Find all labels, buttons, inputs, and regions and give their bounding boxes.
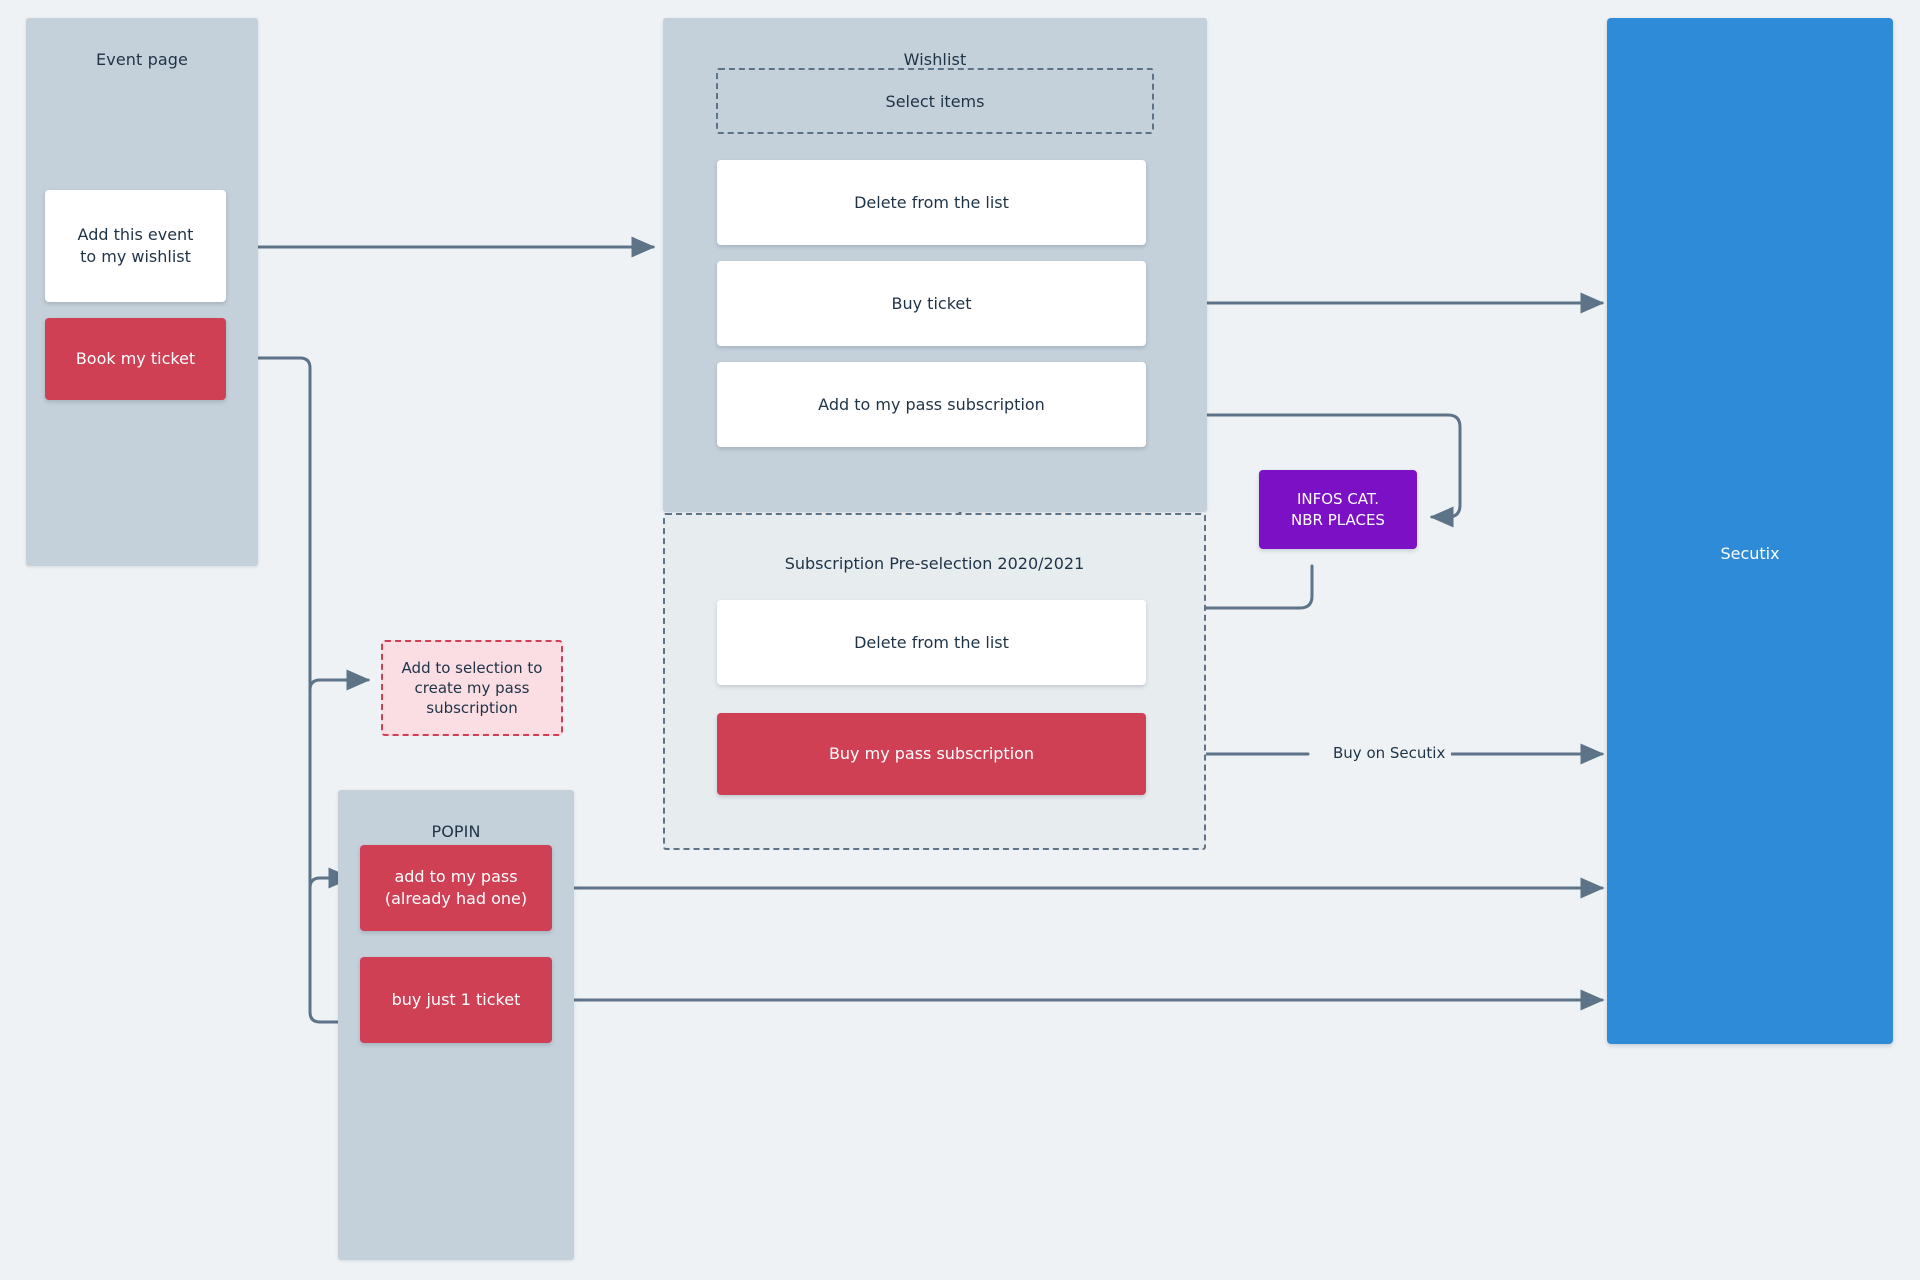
add-event-line2: to my wishlist bbox=[80, 247, 191, 266]
wire-book-to-pass-selection bbox=[308, 669, 371, 692]
wishlist-add-pass-subscription-button[interactable]: Add to my pass subscription bbox=[717, 362, 1146, 447]
buy-my-pass-subscription-button[interactable]: Buy my pass subscription bbox=[717, 713, 1146, 795]
infos-line1: INFOS CAT. bbox=[1296, 490, 1380, 509]
infos-cat-nbr-places-box[interactable]: INFOS CAT. NBR PLACES bbox=[1259, 470, 1417, 549]
buy-on-secutix-label: Buy on Secutix bbox=[1327, 744, 1452, 762]
popin-add-to-my-pass-button[interactable]: add to my pass (already had one) bbox=[360, 845, 552, 931]
wishlist-add-pass-label: Add to my pass subscription bbox=[818, 394, 1045, 414]
popin-buy-one-label: buy just 1 ticket bbox=[391, 990, 521, 1010]
secutix-title: Secutix bbox=[1720, 544, 1780, 563]
popin-title: POPIN bbox=[431, 822, 481, 841]
add-to-selection-create-pass-box[interactable]: Add to selection to create my pass subsc… bbox=[381, 640, 563, 736]
pass-selection-line2: create my pass bbox=[414, 678, 530, 697]
popin-buy-just-one-ticket-button[interactable]: buy just 1 ticket bbox=[360, 957, 552, 1043]
secutix-panel[interactable]: Secutix bbox=[1607, 18, 1893, 1044]
pass-selection-line3: subscription bbox=[426, 699, 518, 718]
subscription-delete-from-list-button[interactable]: Delete from the list bbox=[717, 600, 1146, 685]
add-event-line1: Add this event bbox=[77, 225, 194, 245]
book-my-ticket-label: Book my ticket bbox=[75, 349, 196, 369]
select-items-group: Select items bbox=[716, 68, 1154, 134]
book-my-ticket-button[interactable]: Book my ticket bbox=[45, 318, 226, 400]
add-event-to-wishlist-button[interactable]: Add this event to my wishlist bbox=[45, 190, 226, 302]
popin-add-pass-line2: (already had one) bbox=[384, 889, 528, 908]
popin-add-pass-line1: add to my pass bbox=[394, 867, 518, 887]
wishlist-buy-ticket-button[interactable]: Buy ticket bbox=[717, 261, 1146, 346]
subscription-delete-label: Delete from the list bbox=[854, 632, 1009, 652]
wishlist-title: Wishlist bbox=[903, 50, 967, 69]
wishlist-delete-from-list-button[interactable]: Delete from the list bbox=[717, 160, 1146, 245]
buy-my-pass-label: Buy my pass subscription bbox=[828, 744, 1035, 764]
infos-line2: NBR PLACES bbox=[1291, 510, 1385, 529]
event-page-title: Event page bbox=[96, 50, 188, 69]
wishlist-buy-ticket-label: Buy ticket bbox=[891, 293, 972, 313]
subscription-preselection-title: Subscription Pre-selection 2020/2021 bbox=[784, 554, 1085, 573]
select-items-title: Select items bbox=[885, 92, 985, 111]
pass-selection-line1: Add to selection to bbox=[401, 658, 543, 677]
wishlist-delete-label: Delete from the list bbox=[854, 192, 1009, 212]
